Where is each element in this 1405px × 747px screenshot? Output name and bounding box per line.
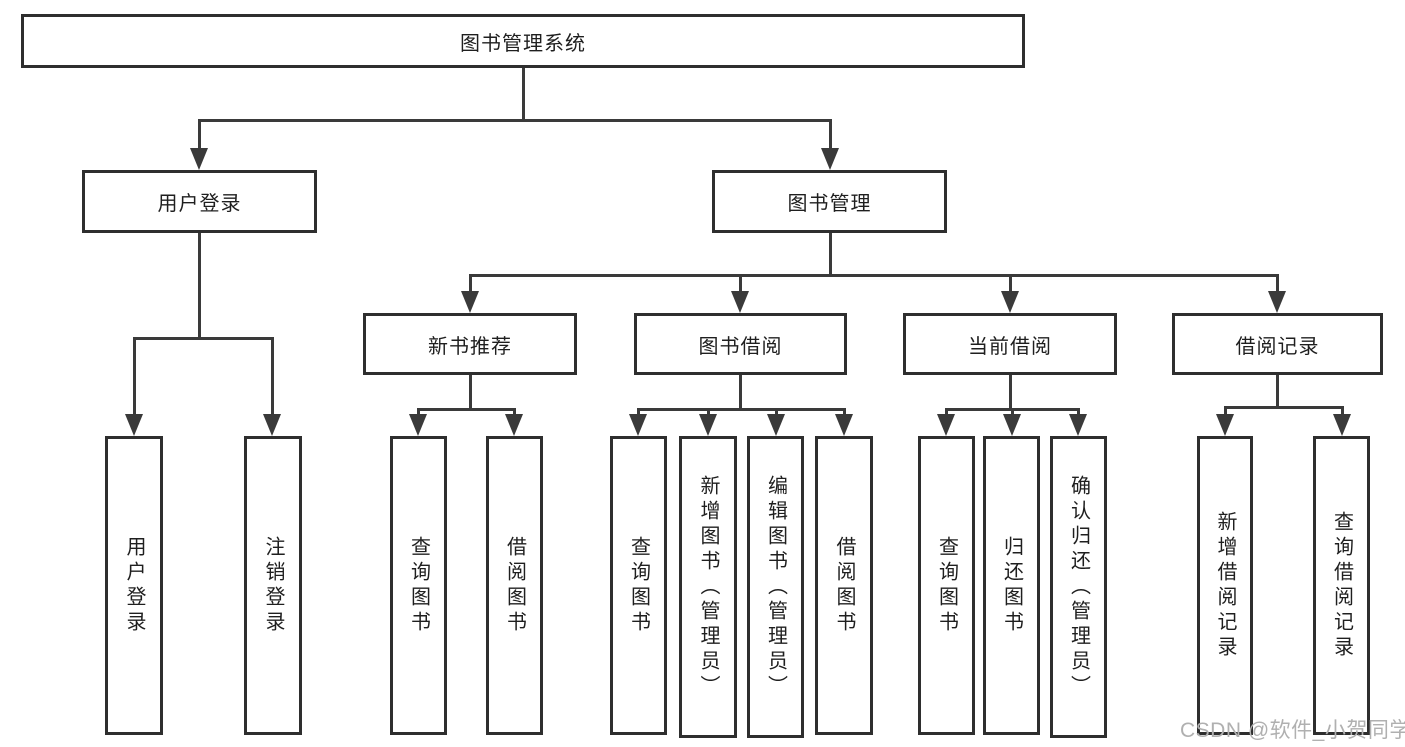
connector-arrow-stem [1009,274,1012,293]
arrowhead-down-icon [629,414,647,436]
connector-line-vertical [522,68,525,120]
arrowhead-down-icon [1216,414,1234,436]
leaf-records-add-record: 新增借阅记录 [1197,436,1253,735]
leaf-current-confirm-return-admin: 确认归还（管理员） [1050,436,1107,738]
connector-line-horizontal [417,408,516,411]
leaf-borrow-add-books-admin: 新增图书（管理员） [679,436,737,738]
arrowhead-down-icon [937,414,955,436]
connector-line-horizontal [637,408,846,411]
connector-line-vertical [1009,375,1012,409]
leaf-borrow-borrow-books: 借阅图书 [815,436,873,735]
node-label: 确认归还（管理员） [1067,474,1090,700]
leaf-user-login: 用户登录 [105,436,163,735]
node-label: 新增图书（管理员） [697,474,719,700]
node-label: 图书管理 [787,193,872,215]
node-label: 用户登录 [157,193,242,215]
arrowhead-down-icon [699,414,717,436]
connector-line-horizontal [133,337,274,340]
connector-arrow-stem [198,119,201,150]
arrowhead-down-icon [461,291,479,313]
node-label: 查询图书 [627,535,650,636]
leaf-borrow-query-books: 查询图书 [610,436,667,735]
leaf-logout: 注销登录 [244,436,302,735]
leaf-current-return-books: 归还图书 [983,436,1040,735]
node-borrow-records: 借阅记录 [1172,313,1383,375]
arrowhead-down-icon [1001,291,1019,313]
connector-arrow-stem [739,274,742,293]
node-label: 归还图书 [1000,535,1023,636]
leaf-current-query-books: 查询图书 [918,436,975,735]
connector-arrow-stem [1341,406,1344,416]
csdn-watermark: CSDN @软件_小贺同学 [1180,719,1405,742]
connector-line-vertical [198,233,201,338]
arrowhead-down-icon [263,414,281,436]
connector-line-horizontal [198,119,832,122]
connector-arrow-stem [469,274,472,293]
node-book-management-system: 图书管理系统 [21,14,1025,68]
connector-line-vertical [829,233,832,275]
node-user-login: 用户登录 [82,170,317,233]
connector-arrow-stem [707,408,710,416]
node-label: 新书推荐 [428,335,512,358]
arrowhead-down-icon [1268,291,1286,313]
connector-line-vertical [469,375,472,409]
connector-arrow-stem [829,119,832,150]
arrowhead-down-icon [409,414,427,436]
node-label: 查询图书 [407,535,430,636]
connector-arrow-stem [1011,408,1014,416]
node-label: 新增借阅记录 [1214,510,1236,661]
node-label: 图书借阅 [698,335,783,358]
leaf-records-query-record: 查询借阅记录 [1313,436,1370,735]
arrowhead-down-icon [1003,414,1021,436]
node-book-borrow: 图书借阅 [634,313,847,375]
arrowhead-down-icon [835,414,853,436]
leaf-newbooks-query-books: 查询图书 [390,436,447,735]
arrowhead-down-icon [821,148,839,170]
arrowhead-down-icon [767,414,785,436]
connector-arrow-stem [1224,406,1227,416]
leaf-borrow-edit-books-admin: 编辑图书（管理员） [747,436,804,738]
leaf-newbooks-borrow-books: 借阅图书 [486,436,543,735]
connector-arrow-stem [417,408,420,416]
arrowhead-down-icon [1069,414,1087,436]
node-new-book-recommend: 新书推荐 [363,313,577,375]
connector-line-vertical [1276,375,1279,407]
node-label: 编辑图书（管理员） [764,474,787,700]
arrowhead-down-icon [125,414,143,436]
node-label: 查询借阅记录 [1330,510,1353,661]
node-label: 借阅图书 [503,535,526,636]
node-label: 用户登录 [123,535,145,636]
connector-line-horizontal [469,274,1279,277]
connector-arrow-stem [1276,274,1279,293]
arrowhead-down-icon [1333,414,1351,436]
node-current-borrow: 当前借阅 [903,313,1117,375]
connector-arrow-stem [133,337,136,416]
node-label: 查询图书 [935,535,958,636]
connector-arrow-stem [637,408,640,416]
node-label: 当前借阅 [968,335,1052,358]
node-label: 借阅记录 [1235,335,1320,358]
node-book-management: 图书管理 [712,170,947,233]
connector-arrow-stem [775,408,778,416]
node-label: 图书管理系统 [460,32,586,55]
arrowhead-down-icon [505,414,523,436]
node-label: 注销登录 [262,535,284,636]
arrowhead-down-icon [731,291,749,313]
arrowhead-down-icon [190,148,208,170]
connector-arrow-stem [513,408,516,416]
node-label: 借阅图书 [833,535,855,636]
connector-arrow-stem [945,408,948,416]
connector-arrow-stem [843,408,846,416]
connector-line-horizontal [1224,406,1344,409]
connector-line-vertical [739,375,742,409]
connector-arrow-stem [1077,408,1080,416]
connector-arrow-stem [271,337,274,416]
